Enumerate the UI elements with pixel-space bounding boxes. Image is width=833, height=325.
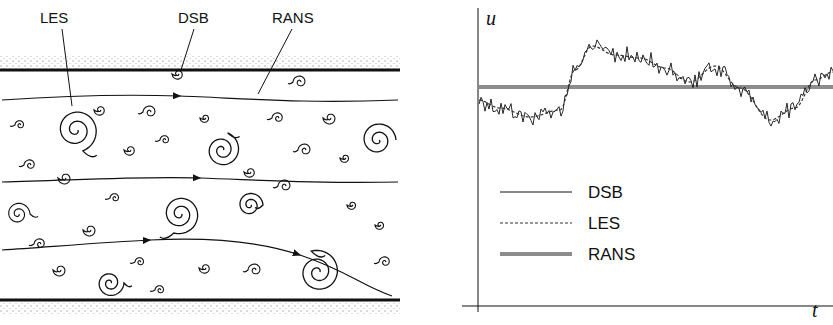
eddy: [94, 107, 104, 115]
eddy: [199, 265, 209, 273]
eddy: [323, 114, 335, 124]
les-signal: [479, 46, 833, 120]
legend-text: DSB: [588, 184, 623, 201]
eddy: [347, 202, 356, 209]
eddy: [267, 113, 282, 121]
eddy: [10, 121, 24, 128]
leader-line: [258, 29, 292, 94]
les-label: LES: [40, 10, 68, 25]
eddy: [303, 250, 337, 289]
eddy: [244, 169, 254, 177]
eddy: [374, 257, 389, 265]
x-axis: [462, 306, 833, 307]
wall-texture: [0, 302, 400, 314]
eddy: [240, 194, 263, 214]
legend-text: RANS: [588, 246, 635, 263]
axis-label: u: [486, 8, 496, 28]
eddy: [105, 194, 119, 201]
streamline: [2, 95, 398, 101]
eddy: [19, 160, 34, 168]
rans-line: [478, 85, 833, 89]
eddy: [364, 124, 396, 152]
channel-wall: [0, 299, 400, 302]
eddy: [9, 203, 38, 222]
axis-label: t: [812, 300, 818, 320]
eddy: [209, 133, 239, 165]
y-axis: [478, 8, 479, 312]
eddy: [83, 226, 95, 236]
eddy: [200, 115, 209, 122]
eddy: [243, 264, 260, 274]
eddy: [29, 239, 44, 247]
eddy: [138, 106, 155, 116]
eddy: [155, 136, 169, 143]
eddy: [60, 112, 96, 157]
legend-sample: [500, 192, 572, 193]
eddy: [288, 76, 305, 86]
eddy: [150, 286, 164, 293]
leader-line: [62, 29, 72, 106]
legend-text: LES: [588, 215, 620, 232]
wall-texture: [0, 56, 400, 69]
rans-label: RANS: [272, 10, 314, 25]
dsb-signal: [479, 40, 833, 126]
channel-wall: [0, 69, 400, 72]
legend-sample: [500, 222, 572, 223]
leader-line: [181, 29, 194, 70]
eddy: [53, 266, 65, 276]
streamline: [2, 239, 392, 296]
eddy: [375, 222, 384, 229]
dsb-label: DSB: [178, 10, 209, 25]
eddy: [340, 155, 349, 162]
eddy: [160, 198, 198, 238]
eddy: [273, 180, 290, 190]
eddy: [293, 144, 310, 154]
legend-sample: [500, 252, 572, 256]
eddy: [172, 71, 182, 79]
eddy: [124, 147, 134, 155]
eddy: [130, 258, 144, 265]
eddy: [99, 274, 132, 296]
eddy: [58, 174, 70, 184]
